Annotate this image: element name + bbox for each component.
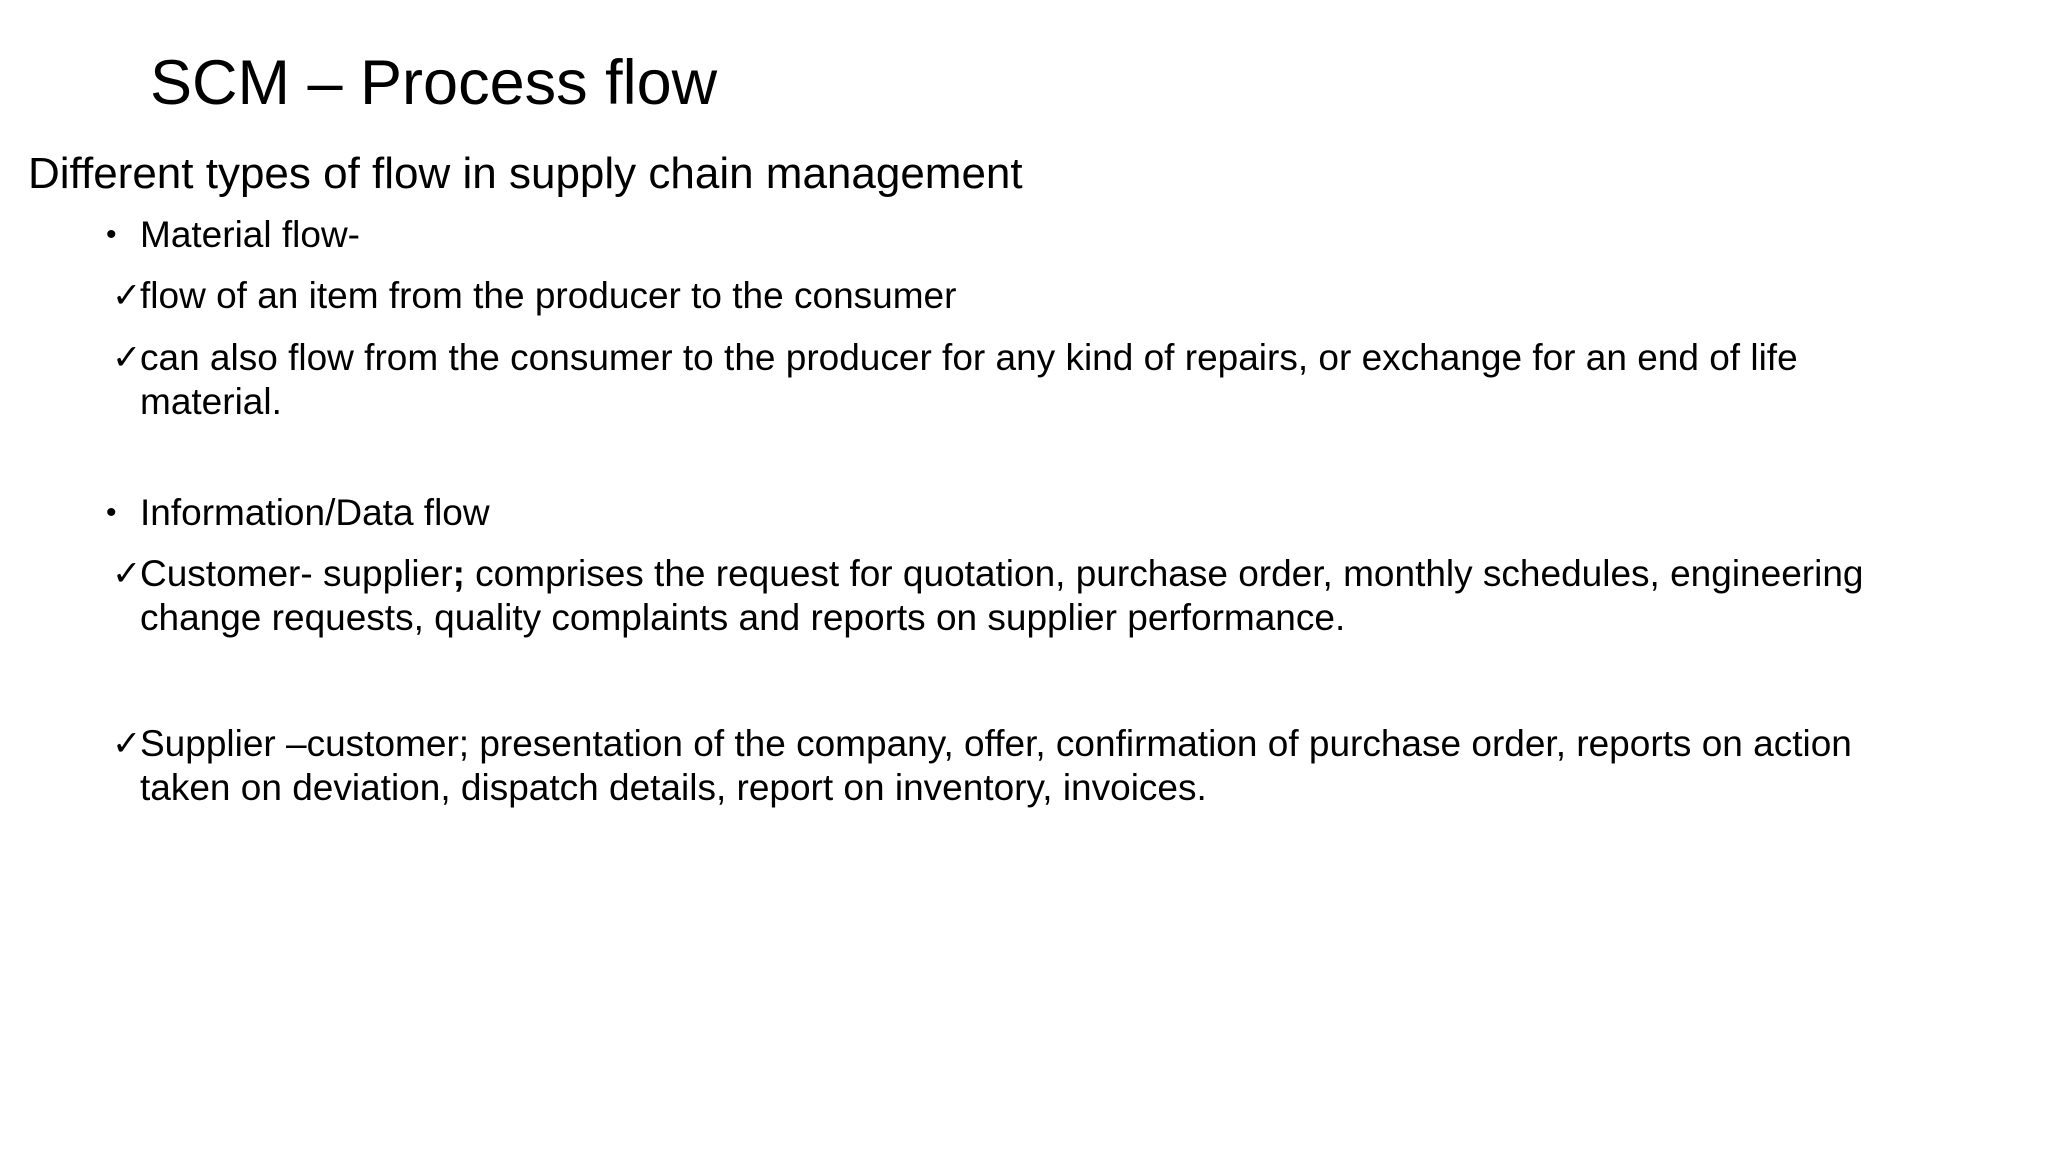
spacer [28,425,1988,477]
list-item-information-flow: • Information/Data flow [28,491,1988,535]
checkmark-icon: ✓ [112,553,142,593]
list-item-text-emphasis: ; [452,552,465,594]
page-title: SCM – Process flow [150,48,718,118]
list-item-label: flow of an item from the producer to the… [140,275,957,317]
list-item-label: can also flow from the consumer to the p… [140,336,1798,423]
checkmark-icon: ✓ [112,337,142,377]
list-item-text-pre: Customer- supplier [140,552,453,594]
spacer [28,641,1988,705]
checkmark-icon: ✓ [112,723,142,763]
slide-body: Different types of flow in supply chain … [28,148,1988,811]
list-item-material-point-1: ✓ flow of an item from the producer to t… [28,274,1988,318]
list-item-label: Customer- supplier; comprises the reques… [140,552,1930,641]
checkmark-icon: ✓ [112,276,142,316]
list-item-material-flow: • Material flow- [28,213,1988,257]
list-item-label: Information/Data flow [140,491,490,533]
list-item-label: Material flow- [140,214,360,256]
list-item-supplier-customer: ✓ Supplier –customer; presentation of th… [28,722,1988,811]
bullet-dot-icon: • [106,218,117,252]
bullet-dot-icon: • [106,495,117,529]
list-item-material-point-2: ✓ can also flow from the consumer to the… [28,336,1988,425]
list-item-customer-supplier: ✓ Customer- supplier; comprises the requ… [28,552,1988,641]
body-heading: Different types of flow in supply chain … [28,149,1023,198]
list-item-label: Supplier –customer; presentation of the … [140,722,1852,809]
list-item-text-post: comprises the request for quotation, pur… [140,552,1864,639]
